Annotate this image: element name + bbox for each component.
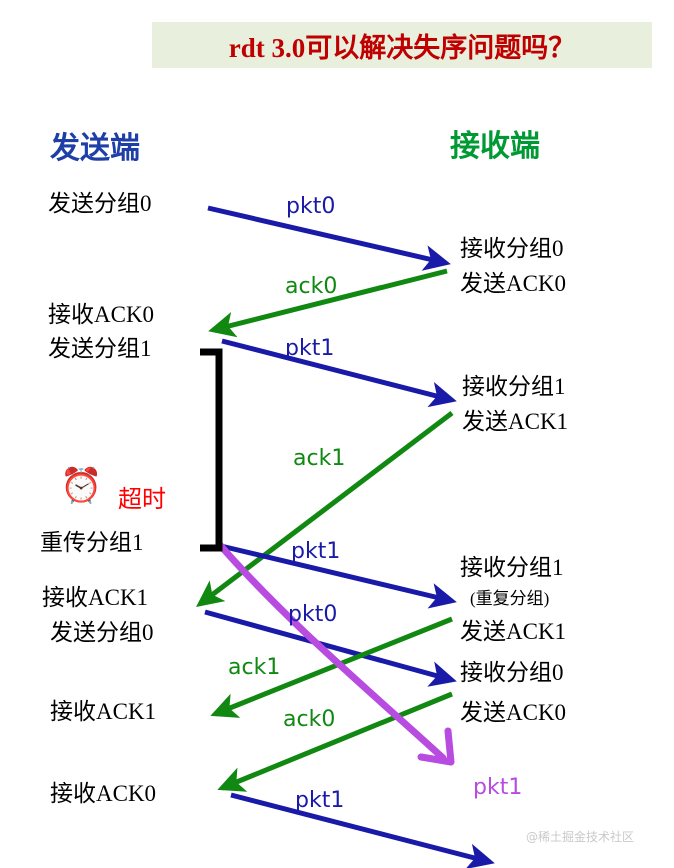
arrow-ack0-second [217,691,453,792]
sender-event-resend-pkt1: 重传分组1 [40,530,144,555]
receiver-event-recv-pkt0: 接收分组0 [460,236,564,261]
sender-event-send-pkt0-b: 发送分组0 [50,620,154,645]
timer-bracket [200,348,223,552]
page-title: rdt 3.0可以解决失序问题吗？ [228,32,576,63]
receiver-event-send-ack1-b: 发送ACK1 [460,619,567,644]
receiver-event-recv-pkt1-dup: 接收分组1 [460,555,564,580]
sender-event-recv-ack1-b: 接收ACK1 [50,699,157,724]
edge-label-ack1-dup: ack1 [228,655,281,680]
sender-event-send-pkt0: 发送分组0 [48,191,152,216]
sender-event-recv-ack0: 接收ACK0 [48,302,155,327]
receiver-event-send-ack1: 发送ACK1 [462,409,569,434]
edge-label-pkt0-second: pkt0 [288,602,338,627]
edge-label-pkt1-retransmit: pkt1 [291,539,341,564]
edge-label-pkt1-next: pkt1 [295,788,345,813]
edge-label-pkt0-first: pkt0 [286,194,336,219]
receiver-column-heading: 接收端 [450,129,540,164]
edge-label-ack1-delayed: ack1 [293,446,346,471]
edge-label-ack0-second: ack0 [283,707,336,732]
edge-label-pkt1-lost: pkt1 [473,775,523,800]
timeout-label: 超时 [118,487,166,513]
sender-event-recv-ack1-a: 接收ACK1 [42,585,149,610]
receiver-event-send-ack0-b: 发送ACK0 [460,700,567,725]
receiver-event-recv-pkt0-b: 接收分组0 [460,660,564,685]
receiver-event-send-ack0: 发送ACK0 [460,271,567,296]
receiver-event-recv-pkt1: 接收分组1 [462,374,566,399]
title-banner: rdt 3.0可以解决失序问题吗？ [152,22,652,68]
sender-event-recv-ack0-b: 接收ACK0 [50,781,157,806]
sender-column-heading: 发送端 [50,131,140,166]
arrow-pkt1-first [221,338,457,408]
alarm-clock-icon: ⏰ [60,468,103,505]
receiver-event-dup-note: (重复分组) [470,589,550,608]
arrow-pkt1-next [230,792,495,868]
edge-label-pkt1-first: pkt1 [285,336,335,361]
sender-event-send-pkt1: 发送分组1 [48,336,152,361]
watermark: @稀土掘金技术社区 [526,830,635,844]
arrow-pkt1-lost-head [417,727,455,766]
arrow-ack1-delayed [196,411,454,608]
edge-label-ack0-first: ack0 [285,274,338,299]
